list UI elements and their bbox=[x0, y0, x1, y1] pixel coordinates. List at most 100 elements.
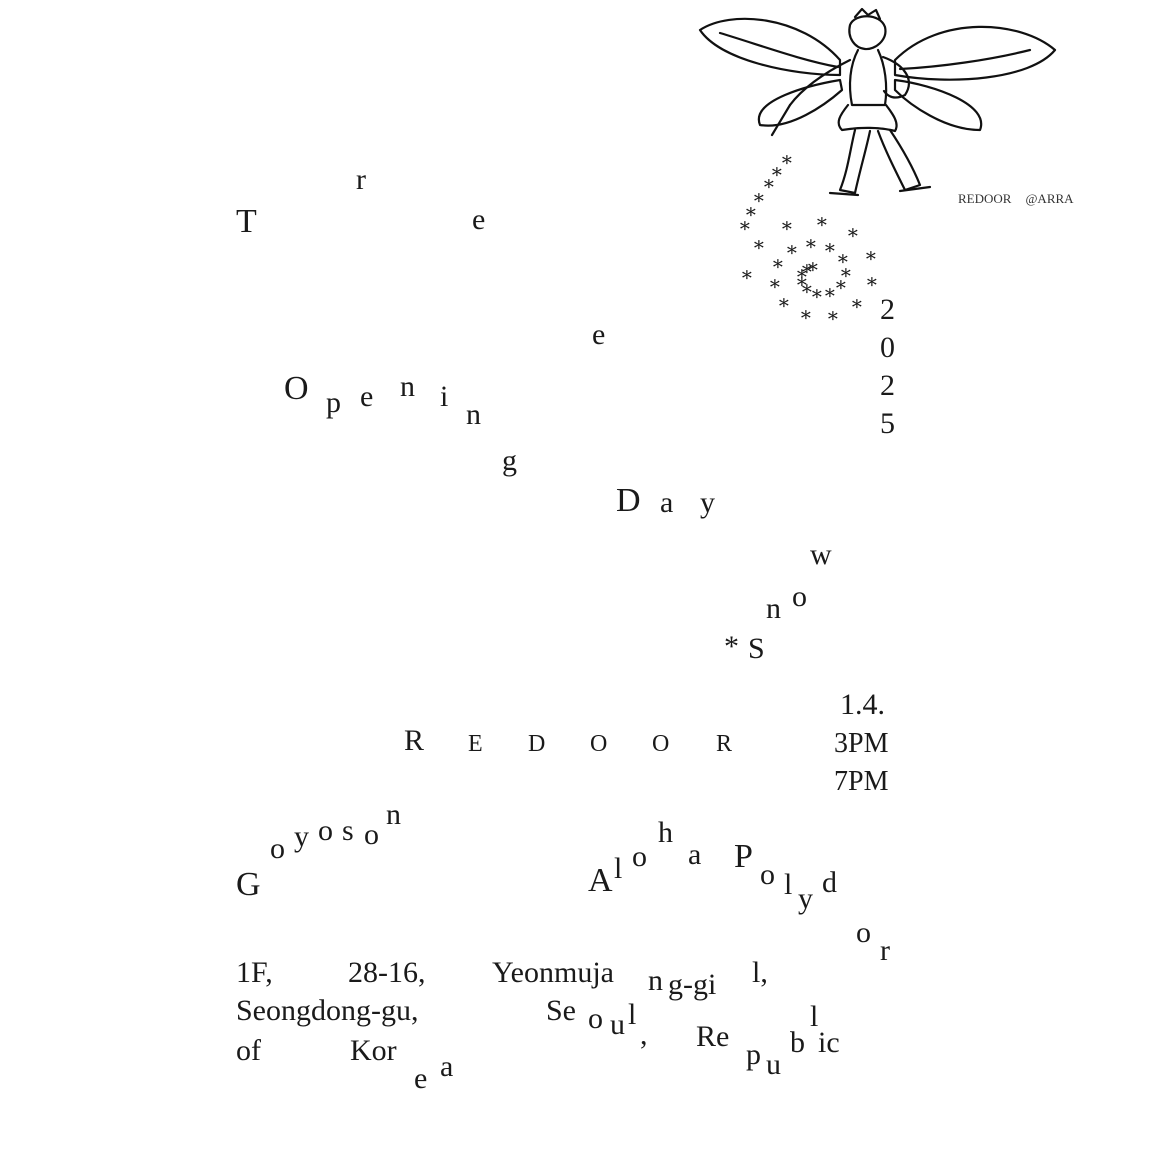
sparkle-star-icon: ∗ bbox=[738, 215, 752, 237]
venue-letter: D bbox=[528, 731, 546, 757]
sparkle-star-icon: ∗ bbox=[800, 278, 814, 300]
year-digit: 5 bbox=[880, 407, 895, 440]
address-word: of bbox=[236, 1034, 261, 1067]
sparkle-star-icon: ∗ bbox=[804, 233, 818, 255]
address-word: b bbox=[790, 1026, 805, 1059]
event-start: 3PM bbox=[834, 728, 889, 759]
address-word: a bbox=[440, 1050, 454, 1083]
artist2-letter: A bbox=[588, 862, 613, 899]
artist2-letter: o bbox=[760, 858, 775, 891]
artist2-letter: r bbox=[880, 934, 890, 967]
address-word: Yeonmuja bbox=[492, 956, 614, 989]
sparkle-star-icon: ∗ bbox=[839, 262, 853, 284]
sparkle-star-icon: ∗ bbox=[850, 293, 864, 315]
title-letter: T bbox=[236, 203, 257, 240]
sparkle-star-icon: ∗ bbox=[826, 305, 840, 327]
year-digit: 0 bbox=[880, 331, 895, 364]
event-end: 7PM bbox=[834, 766, 889, 797]
address-word: Seongdong-gu, bbox=[236, 994, 419, 1027]
artist2-letter: y bbox=[798, 882, 813, 915]
snow-letter: o bbox=[792, 580, 807, 613]
address-word: l bbox=[810, 1000, 819, 1033]
credit-left: REDOOR bbox=[958, 191, 1012, 206]
snow-letter: w bbox=[810, 538, 832, 571]
sparkle-star-icon: ∗ bbox=[777, 292, 791, 314]
venue-letter: R bbox=[404, 724, 425, 757]
address-word: Kor bbox=[350, 1034, 397, 1067]
year-digit: 2 bbox=[880, 293, 895, 326]
sparkle-star-icon: ∗ bbox=[795, 271, 809, 293]
title-letter: p bbox=[326, 386, 341, 419]
title-letter: e bbox=[360, 380, 374, 413]
sparkle-star-icon: ∗ bbox=[771, 253, 785, 275]
title-letter: y bbox=[700, 486, 715, 519]
sparkle-star-icon: ∗ bbox=[800, 258, 814, 280]
sparkle-star-icon: ∗ bbox=[865, 271, 879, 293]
venue-letter: E bbox=[468, 731, 483, 757]
artist2-letter: l bbox=[614, 852, 623, 885]
artist1-letter: G bbox=[236, 866, 261, 903]
artist1-letter: o bbox=[364, 818, 379, 851]
address-word: e bbox=[414, 1062, 428, 1095]
title-letter: g bbox=[502, 444, 517, 477]
artist2-letter: P bbox=[734, 838, 753, 875]
sparkle-star-icon: ∗ bbox=[836, 248, 850, 270]
venue-letter: O bbox=[590, 731, 608, 757]
address-word: l, bbox=[752, 956, 768, 989]
sparkle-star-icon: ∗ bbox=[785, 239, 799, 261]
title-letter: r bbox=[356, 163, 366, 196]
sparkle-star-icon: ∗ bbox=[823, 237, 837, 259]
sparkle-star-icon: ∗ bbox=[799, 304, 813, 326]
sparkle-star-icon: ∗ bbox=[864, 245, 878, 267]
sparkle-star-icon: ∗ bbox=[806, 256, 820, 278]
sparkle-star-icon: ∗ bbox=[823, 282, 837, 304]
title-letter: a bbox=[660, 486, 674, 519]
address-word: l bbox=[628, 998, 637, 1031]
sparkle-star-icon: ∗ bbox=[810, 283, 824, 305]
title-letter: O bbox=[284, 370, 309, 407]
fairy-illustration bbox=[698, 7, 1057, 197]
venue-letter: O bbox=[652, 731, 670, 757]
sparkle-star-icon: ∗ bbox=[795, 263, 809, 285]
sparkle-star-icon: ∗ bbox=[834, 274, 848, 296]
address-word: n bbox=[648, 964, 663, 997]
address-word: o bbox=[588, 1002, 603, 1035]
snow-letter: n bbox=[766, 592, 781, 625]
address-word: , bbox=[640, 1018, 648, 1051]
artist2-letter: o bbox=[632, 840, 647, 873]
artist1-letter: n bbox=[386, 798, 401, 831]
sparkle-star-icon: ∗ bbox=[744, 201, 758, 223]
address-word: u bbox=[766, 1048, 781, 1081]
artist2-letter: l bbox=[784, 868, 793, 901]
address-word: g-gi bbox=[668, 968, 717, 1001]
address-word: p bbox=[746, 1038, 761, 1071]
event-date: 1.4. bbox=[840, 688, 885, 721]
sparkle-spiral: ∗∗∗∗∗∗∗∗∗∗∗∗∗∗∗∗∗∗∗∗∗∗∗∗∗∗∗∗∗∗∗∗ bbox=[720, 150, 880, 340]
address-word: ic bbox=[818, 1026, 840, 1059]
snow-letter: S bbox=[748, 632, 765, 665]
title-letter: e bbox=[592, 318, 606, 351]
address-word: u bbox=[610, 1008, 625, 1041]
artist2-letter: h bbox=[658, 816, 673, 849]
sparkle-star-icon: ∗ bbox=[740, 264, 754, 286]
title-letter: e bbox=[472, 203, 486, 236]
title-letter: i bbox=[440, 380, 449, 413]
artist1-letter: s bbox=[342, 814, 354, 847]
sparkle-star-icon: ∗ bbox=[752, 187, 766, 209]
credit-right: @ARRA bbox=[1025, 191, 1074, 206]
title-letter: n bbox=[466, 398, 481, 431]
artist2-letter: d bbox=[822, 866, 837, 899]
title-letter: D bbox=[616, 482, 641, 519]
year-digit: 2 bbox=[880, 369, 895, 402]
artist1-letter: y bbox=[294, 820, 309, 853]
venue-letter: R bbox=[716, 731, 733, 757]
sparkle-star-icon: ∗ bbox=[780, 149, 794, 171]
artist2-letter: o bbox=[856, 916, 871, 949]
sparkle-star-icon: ∗ bbox=[752, 234, 766, 256]
artist1-letter: o bbox=[270, 832, 285, 865]
sparkle-star-icon: ∗ bbox=[846, 222, 860, 244]
sparkle-star-icon: ∗ bbox=[770, 161, 784, 183]
fairy-credit: REDOOR @ARRA bbox=[958, 191, 1074, 207]
sparkle-star-icon: ∗ bbox=[780, 215, 794, 237]
